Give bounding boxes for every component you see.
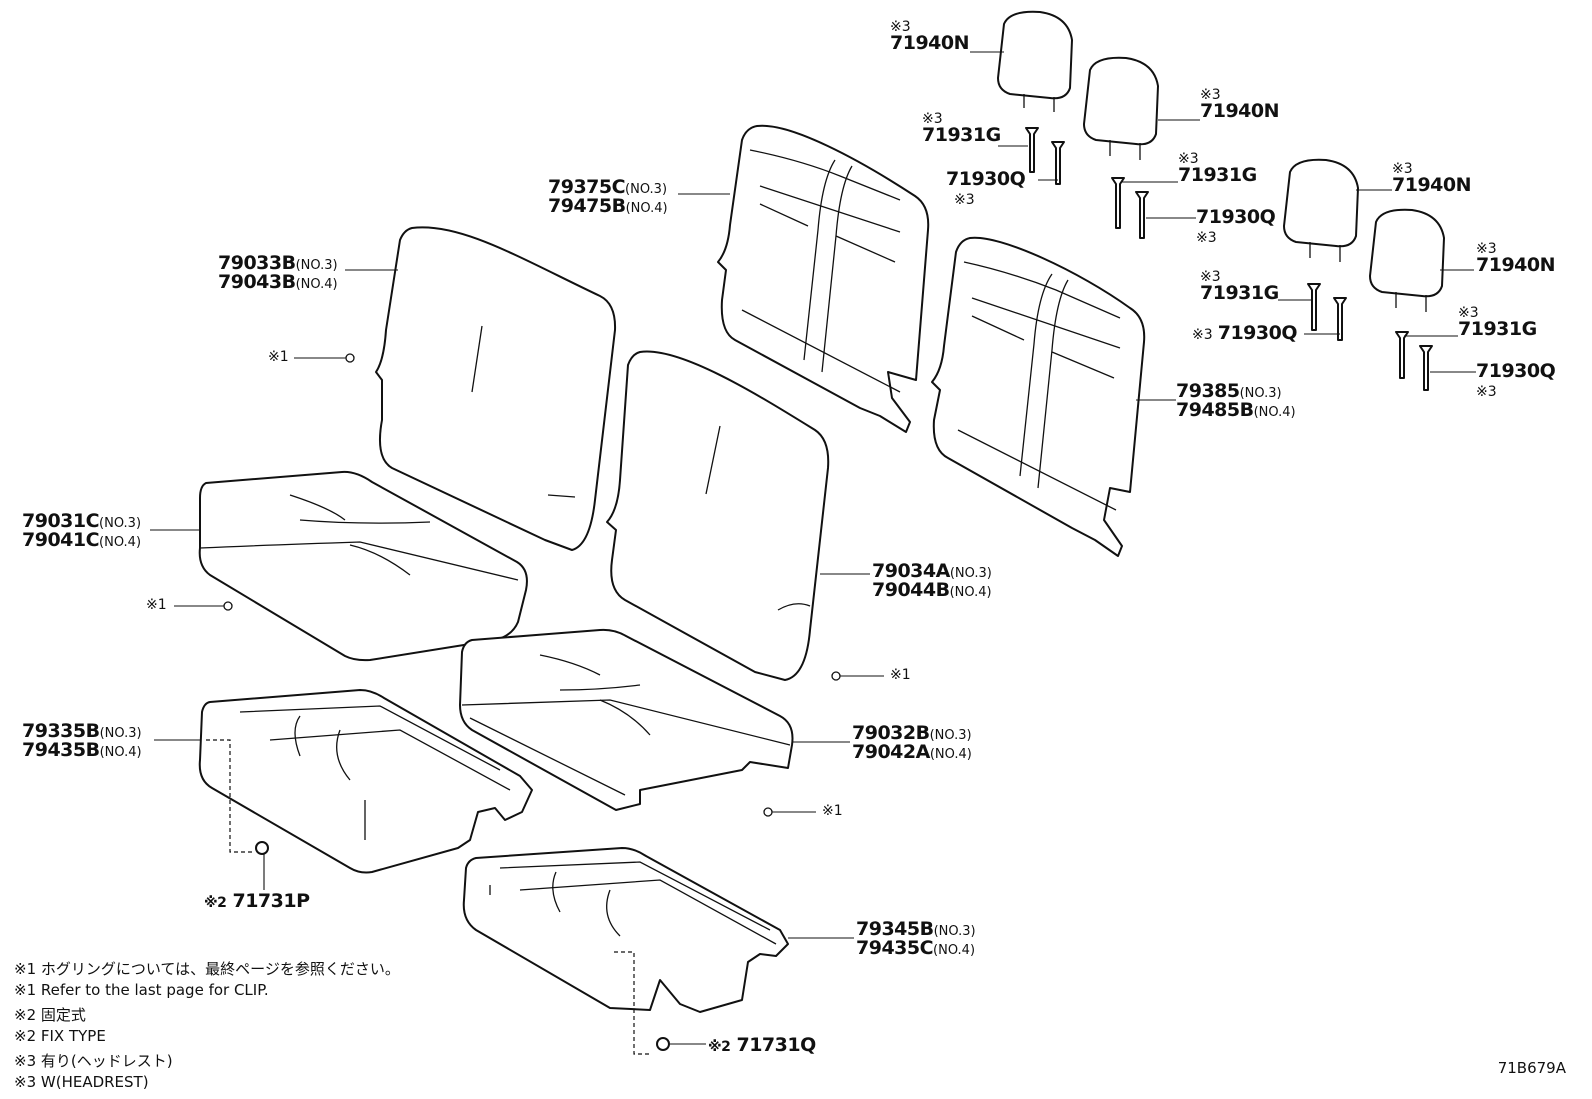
- seat-back-cover-left: [717, 124, 930, 433]
- label-support-3: ※3 71931G: [1200, 269, 1279, 304]
- note-5: ※3 有り(ヘッドレスト): [14, 1052, 173, 1070]
- label-79385: 79385(NO.3) 79485B(NO.4): [1176, 380, 1296, 421]
- clip-mark-1: ※1: [268, 349, 289, 365]
- label-support-1: ※3 71931G: [922, 111, 1001, 146]
- label-support-lock-1: 71930Q ※3: [946, 168, 1026, 208]
- label-support-2: ※3 71931G: [1178, 151, 1257, 186]
- note-4: ※2 FIX TYPE: [14, 1027, 106, 1045]
- seat-back-cushion-right: [606, 350, 830, 681]
- leader-lines: [150, 51, 1476, 1055]
- label-79034A: 79034A(NO.3) 79044B(NO.4): [872, 560, 992, 601]
- clip-mark-2: ※1: [146, 597, 167, 613]
- label-headrest-3: ※3 71940N: [1392, 161, 1472, 196]
- label-headrest-1: ※3 71940N: [890, 19, 970, 54]
- label-support-lock-3: ※3 71930Q: [1192, 322, 1298, 344]
- label-support-lock-2: 71930Q ※3: [1196, 206, 1276, 246]
- seat-cushion-right: [459, 628, 794, 811]
- label-79345B: 79345B(NO.3) 79435C(NO.4): [856, 918, 976, 959]
- note-6: ※3 W(HEADREST): [14, 1073, 149, 1091]
- label-71731P: ※2 71731P: [204, 890, 310, 912]
- note-2: ※1 Refer to the last page for CLIP.: [14, 981, 269, 999]
- headrest-1: [997, 10, 1073, 112]
- label-headrest-4: ※3 71940N: [1476, 241, 1556, 276]
- diagram-code: 71B679A: [1497, 1059, 1566, 1077]
- label-headrest-2: ※3 71940N: [1200, 87, 1280, 122]
- note-1: ※1 ホグリングについては、最終ページを参照ください。: [14, 960, 400, 978]
- label-79335B: 79335B(NO.3) 79435B(NO.4): [22, 720, 142, 761]
- seat-back-cushion-left: [375, 226, 617, 551]
- label-79032B: 79032B(NO.3) 79042A(NO.4): [852, 722, 972, 763]
- note-3: ※2 固定式: [14, 1006, 86, 1024]
- label-support-4: ※3 71931G: [1458, 305, 1537, 340]
- seat-back-cover-right: [931, 236, 1146, 557]
- label-79033B: 79033B(NO.3) 79043B(NO.4): [218, 252, 338, 293]
- headrest-supports: [1025, 127, 1433, 391]
- seat-cushion-cover-left: [198, 689, 533, 874]
- clip-mark-4: ※1: [822, 803, 843, 819]
- label-79031C: 79031C(NO.3) 79041C(NO.4): [22, 510, 142, 551]
- clip-mark-3: ※1: [890, 667, 911, 683]
- label-79375C: 79375C(NO.3) 79475B(NO.4): [548, 176, 668, 217]
- headrest-2: [1083, 56, 1159, 160]
- label-support-lock-4: 71930Q ※3: [1476, 360, 1556, 400]
- headrest-3: [1283, 158, 1359, 262]
- headrest-4: [1369, 208, 1445, 312]
- seat-cushion-cover-right: [462, 847, 789, 1013]
- label-71731Q: ※2 71731Q: [708, 1034, 816, 1056]
